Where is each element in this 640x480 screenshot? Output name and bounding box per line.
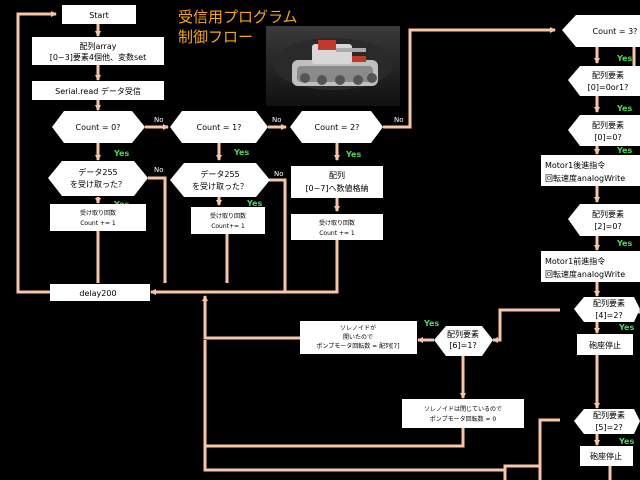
delay-label: delay200 [79, 289, 116, 298]
motor1-reverse-node: Motor1後進指令 回転速度analogWrite [541, 155, 640, 186]
data255a-label-2: を受け取った？ [70, 179, 126, 189]
recv-count-b: 受け取り回数 Count+= 1 [191, 207, 265, 234]
recv-a-label-2: Count += 1 [80, 220, 116, 227]
decision-element4-2: 配列要素 [4]=2? [574, 297, 640, 322]
decision-count1: Count = 1? [170, 111, 268, 143]
sol1-label-2: 開いたので [343, 334, 373, 341]
no-label-c1: No [272, 116, 282, 124]
no-label-d255b: No [274, 170, 284, 178]
no-label-d255a: No [154, 166, 164, 174]
e2-label-2: [2]=0? [594, 222, 621, 231]
solenoid-closed-node: ソレノイドは閉じているので ポンプモータ回転数 = 0 [402, 399, 524, 428]
sol1-label-3: ポンプモータ回転数 = 配列[7] [316, 342, 399, 350]
yes-label-c0: Yes [113, 149, 129, 158]
e5-label-2: [5]=2? [595, 423, 622, 432]
array-store-label-1: 配列 [329, 170, 345, 180]
tank-photo [266, 26, 400, 106]
yes-label-d255b: Yes [246, 199, 262, 208]
m1f-label-2: 回転速度analogWrite [545, 269, 625, 279]
turret-stop-1: 砲座停止 [577, 334, 633, 355]
e01-label-2: [0]=0or1? [588, 83, 629, 92]
m1f-label-1: Motor1前進指令 [545, 256, 605, 266]
decision-count0: Count = 0? [52, 111, 145, 143]
data255b-label-1: データ255 [200, 169, 239, 179]
decision-element6-1: 配列要素 [6]=1? [434, 326, 493, 356]
count2-label: Count = 2? [315, 123, 360, 132]
connectors [16, 11, 640, 480]
yes-label-c1: Yes [233, 148, 249, 157]
init-node: 配列array [0~3]要素4個他、変数set [32, 37, 164, 65]
no-label-c2: No [394, 116, 404, 124]
diagram-title-line1: 受信用プログラム [178, 8, 298, 26]
delay-node: delay200 [50, 284, 150, 301]
init-label-2: [0~3]要素4個他、変数set [50, 52, 146, 62]
e0-label-2: [0]=0? [594, 133, 621, 142]
e01-label-1: 配列要素 [592, 70, 624, 80]
motor1-forward-node: Motor1前進指令 回転速度analogWrite [541, 251, 640, 282]
e4-label-2: [4]=2? [595, 311, 622, 320]
diagram-title-line2: 制御フロー [178, 28, 253, 46]
yes-label-e4: Yes [618, 323, 634, 332]
init-label-1: 配列array [80, 41, 117, 51]
e0-label-1: 配列要素 [592, 120, 624, 130]
recv-count-c: 受け取り回数 Count += 1 [291, 214, 383, 240]
sol1-label-1: ソレノイドが [340, 324, 376, 332]
recv-c-label-1: 受け取り回数 [319, 219, 355, 227]
yes-label-e6: Yes [423, 319, 439, 328]
e6-label-1: 配列要素 [447, 329, 479, 339]
decision-count3: Count = 3? [562, 15, 640, 47]
array-store-node: 配列 [0~7]へ数値格納 [291, 166, 383, 198]
serial-read-label: Serial.read データ受信 [55, 86, 141, 96]
data255b-label-2: を受け取った？ [192, 181, 248, 191]
solenoid-open-node: ソレノイドが 開いたので ポンプモータ回転数 = 配列[7] [300, 321, 417, 354]
decision-data255-b: データ255 を受け取った？ [170, 163, 270, 197]
decision-element0-0or1: 配列要素 [0]=0or1? [568, 66, 640, 96]
yes-label-e0: Yes [616, 146, 632, 155]
m1b-label-2: 回転速度analogWrite [545, 173, 625, 183]
yes-label-c2: Yes [345, 150, 361, 159]
yes-label-e5: Yes [618, 437, 634, 446]
count0-label: Count = 0? [76, 123, 121, 132]
data255a-label-1: データ255 [78, 167, 117, 177]
decision-count2: Count = 2? [290, 111, 383, 143]
start-label: Start [89, 11, 109, 20]
recv-b-label-2: Count+= 1 [211, 223, 245, 230]
start-node: Start [62, 5, 136, 24]
yes-label-e2: Yes [616, 239, 632, 248]
recv-a-label-1: 受け取り回数 [80, 209, 116, 217]
e2-label-1: 配列要素 [592, 209, 624, 219]
sol2-label-1: ソレノイドは閉じているので [424, 406, 502, 413]
e5-label-1: 配列要素 [593, 410, 625, 420]
array-store-label-2: [0~7]へ数値格納 [305, 183, 368, 193]
stop2-label: 砲座停止 [590, 451, 622, 461]
e4-label-1: 配列要素 [593, 298, 625, 308]
decision-element5-2: 配列要素 [5]=2? [574, 409, 640, 434]
no-label-c0: No [154, 116, 164, 124]
yes-label-e01: Yes [616, 104, 632, 113]
sol2-label-2: ポンプモータ回転数 = 0 [430, 415, 497, 423]
e6-label-2: [6]=1? [449, 341, 476, 350]
turret-stop-2: 砲座停止 [580, 446, 633, 466]
decision-element2-0: 配列要素 [2]=0? [568, 204, 640, 236]
recv-count-a: 受け取り回数 Count += 1 [50, 204, 146, 231]
stop1-label: 砲座停止 [589, 340, 621, 350]
decision-element0-0: 配列要素 [0]=0? [568, 115, 640, 146]
count1-label: Count = 1? [197, 123, 242, 132]
m1b-label-1: Motor1後進指令 [545, 160, 605, 170]
yes-label-c3: Yes [616, 54, 632, 63]
count3-label: Count = 3? [593, 27, 638, 36]
decision-data255-a: データ255 を受け取った？ [48, 161, 148, 196]
serial-read-node: Serial.read データ受信 [32, 81, 164, 100]
recv-c-label-2: Count += 1 [319, 230, 355, 237]
recv-b-label-1: 受け取り回数 [210, 212, 246, 220]
